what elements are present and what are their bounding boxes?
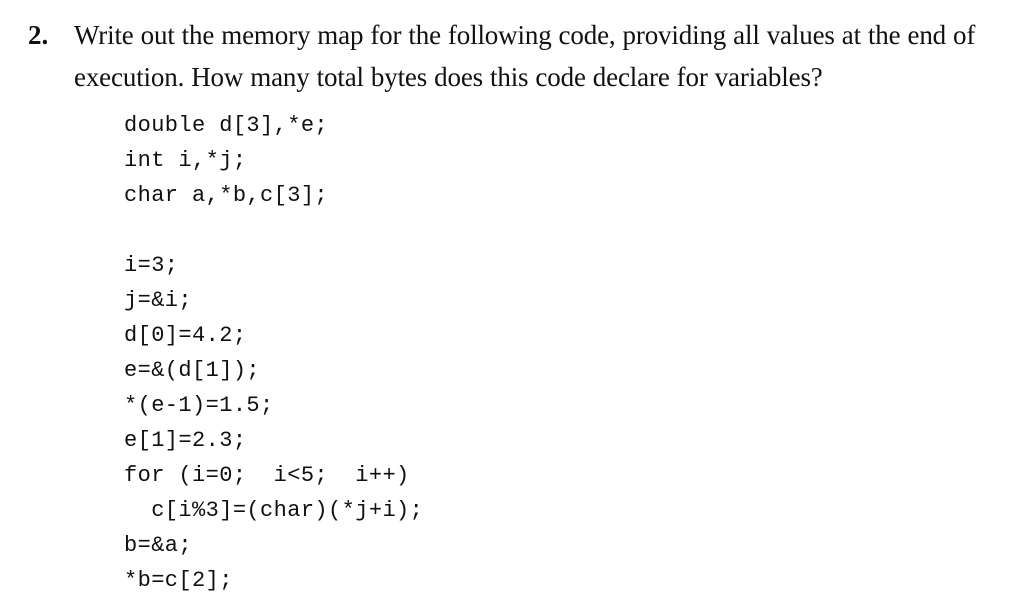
code-line: j=&i; xyxy=(124,288,193,313)
code-blank-line xyxy=(124,213,724,248)
code-listing: double d[3],*e;int i,*j;char a,*b,c[3]; … xyxy=(124,108,724,598)
code-line: int i,*j; xyxy=(124,148,247,173)
code-line: *(e-1)=1.5; xyxy=(124,393,274,418)
code-line: char a,*b,c[3]; xyxy=(124,183,329,208)
code-line: c[i%3]=(char)(*j+i); xyxy=(124,498,424,523)
code-line: e[1]=2.3; xyxy=(124,428,247,453)
question-text: Write out the memory map for the followi… xyxy=(74,20,976,92)
code-line: b=&a; xyxy=(124,533,193,558)
code-line: for (i=0; i<5; i++) xyxy=(124,463,410,488)
code-line: double d[3],*e; xyxy=(124,113,329,138)
code-line: i=3; xyxy=(124,253,179,278)
code-line: e=&(d[1]); xyxy=(124,358,261,383)
question-number: 2. xyxy=(28,20,49,50)
code-line: *b=c[2]; xyxy=(124,568,233,593)
code-line: d[0]=4.2; xyxy=(124,323,247,348)
question-block: 2. Write out the memory map for the foll… xyxy=(28,14,1008,98)
